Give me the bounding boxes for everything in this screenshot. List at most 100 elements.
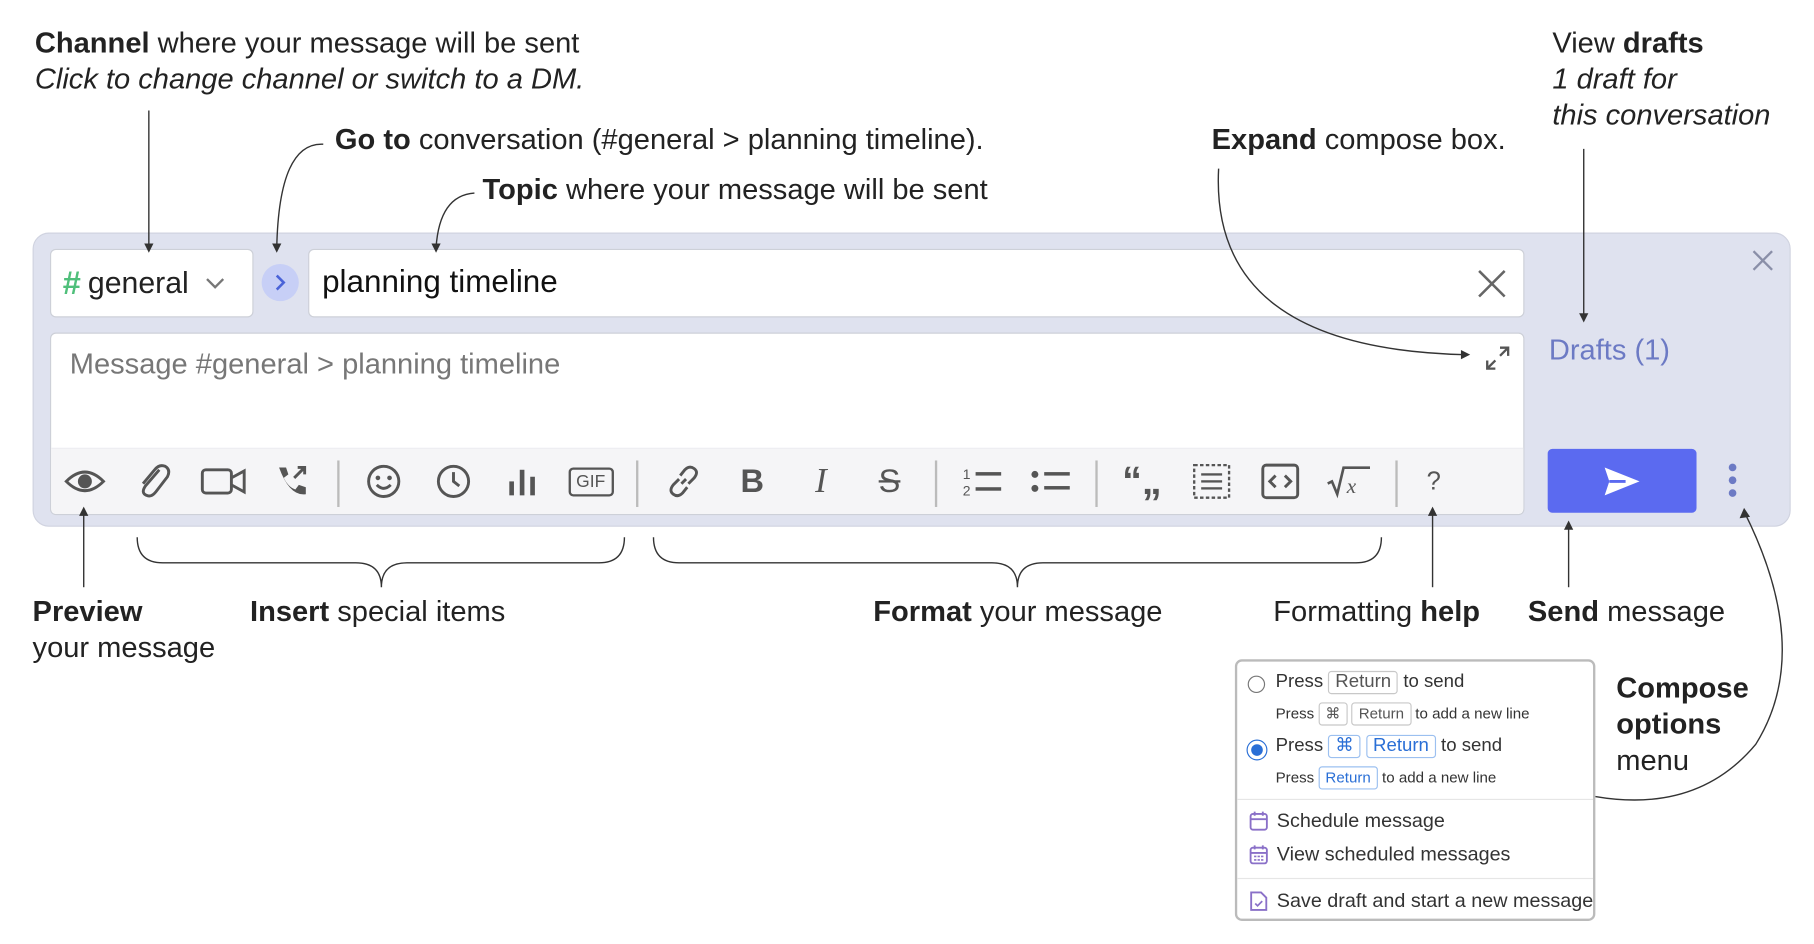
compose-options-kebab-icon[interactable] [1727,463,1739,498]
expand-annotation: Expand compose box. [1212,122,1506,158]
send-button[interactable] [1547,448,1697,513]
cmd-key: ⌘ [1318,702,1348,726]
calendar-icon [1249,811,1268,831]
return-key: Return [1351,702,1412,726]
chevron-down-icon [206,277,225,289]
goto-annotation-bold: Go to [334,123,411,156]
expand-icon[interactable] [1485,345,1511,371]
enter-sends-option[interactable]: Press Return to send [1275,670,1465,695]
return-key: Return [1366,734,1436,759]
view-scheduled-messages-item[interactable]: View scheduled messages [1249,843,1511,866]
svg-text:1: 1 [963,466,971,482]
channel-picker[interactable]: # general [50,248,254,318]
expand-annotation-text: compose box. [1316,123,1506,156]
help-icon[interactable]: ? [1426,466,1441,496]
channel-annotation-hint: Click to change channel or switch to a D… [34,62,585,96]
format-annotation-bold: Format [873,595,972,628]
help-annotation: Formatting help [1273,594,1480,630]
code-icon[interactable] [1257,458,1304,505]
send-annotation-bold: Send [1527,595,1599,628]
view-scheduled-label: View scheduled messages [1276,843,1511,866]
insert-annotation: Insert special items [250,594,505,630]
clock-icon[interactable] [430,458,477,505]
compose-options-annotation-text: menu [1616,744,1690,777]
smile-icon[interactable] [360,458,407,505]
preview-annotation-text: your message [32,631,216,664]
send-icon [1604,466,1640,495]
send-annotation: Send message [1528,594,1725,630]
enter-sends-radio[interactable] [1247,675,1266,694]
return-key: Return [1328,670,1399,695]
gif-label: GIF [568,466,614,496]
preview-annotation: Preview your message [33,594,216,666]
expand-annotation-bold: Expand [1211,123,1317,156]
format-annotation: Format your message [873,594,1162,630]
drafts-annotation-line2: 1 draft for [1552,62,1677,96]
math-icon[interactable]: x [1326,458,1373,505]
svg-text:x: x [1346,474,1357,498]
cmd-enter-sends-radio[interactable] [1246,739,1268,761]
chevron-right-icon [275,274,286,291]
insert-annotation-bold: Insert [250,595,330,628]
option2-sub-rest: to add a new line [1382,768,1497,787]
option1-to-send: to send [1403,672,1465,692]
paperclip-icon[interactable] [130,458,177,505]
close-compose-icon[interactable] [1751,249,1774,272]
topic-annotation-text: where your message will be sent [557,173,988,206]
strikethrough-icon[interactable]: S [878,462,901,499]
compose-options-annotation-bold2: options [1616,708,1722,741]
channel-annotation: Channel where your message will be sent … [35,26,584,98]
cmd-enter-sends-option[interactable]: Press ⌘ Return to send [1275,734,1503,759]
compose-options-menu: Press Return to send Press ⌘ Return to a… [1234,659,1596,921]
topic-annotation-bold: Topic [482,173,558,206]
clear-topic-icon[interactable] [1477,269,1507,299]
spoiler-icon[interactable] [1188,458,1235,505]
quote-icon[interactable]: “„ [1122,458,1162,503]
drafts-annotation: View drafts 1 draft for this conversatio… [1552,26,1770,134]
option2-sub-press: Press [1275,768,1315,787]
video-icon[interactable] [200,458,247,505]
drafts-link[interactable]: Drafts (1) [1548,333,1670,367]
option1-sub-press: Press [1275,704,1315,723]
compose-options-annotation-bold1: Compose [1616,672,1749,705]
gif-icon[interactable]: GIF [567,458,614,505]
drafts-annotation-line3: this conversation [1552,98,1771,132]
poll-icon[interactable] [499,458,546,505]
goto-annotation: Go to conversation (#general > planning … [335,122,984,158]
option2-subtext: Press Return to add a new line [1275,766,1497,790]
menu-divider [1237,877,1594,880]
channel-annotation-text: where your message will be sent [149,26,580,60]
schedule-message-item[interactable]: Schedule message [1249,809,1445,832]
save-draft-item[interactable]: Save draft and start a new message [1249,890,1593,913]
phone-icon[interactable] [269,458,316,505]
bullet-list-icon[interactable] [1028,458,1075,505]
hash-icon: # [62,264,81,301]
send-annotation-text: message [1598,595,1726,628]
option1-press: Press [1275,672,1324,692]
svg-text:2: 2 [963,482,971,497]
eye-icon[interactable] [62,458,109,505]
option2-press: Press [1275,736,1324,756]
drafts-annotation-bold: drafts [1622,26,1704,60]
format-annotation-text: your message [971,595,1163,628]
topic-value: planning timeline [322,263,558,299]
help-annotation-bold: help [1420,595,1481,628]
option1-sub-rest: to add a new line [1415,704,1530,723]
go-to-conversation-button[interactable] [261,263,299,302]
bold-icon[interactable]: B [740,462,765,499]
drafts-annotation-pre: View [1552,26,1623,60]
italic-icon[interactable]: I [815,461,827,501]
message-textarea[interactable]: Message #general > planning timeline GIF… [50,332,1525,516]
insert-annotation-text: special items [329,595,506,628]
channel-name: general [87,265,189,301]
option2-to-send: to send [1441,736,1503,756]
link-icon[interactable] [660,458,707,505]
draft-check-icon [1250,891,1268,911]
compose-box: # general planning timeline Message #gen… [32,232,1791,527]
save-draft-label: Save draft and start a new message [1276,889,1594,912]
compose-options-annotation: Compose options menu [1616,671,1748,779]
help-annotation-text: Formatting [1273,595,1421,628]
topic-input[interactable]: planning timeline [308,248,1525,318]
